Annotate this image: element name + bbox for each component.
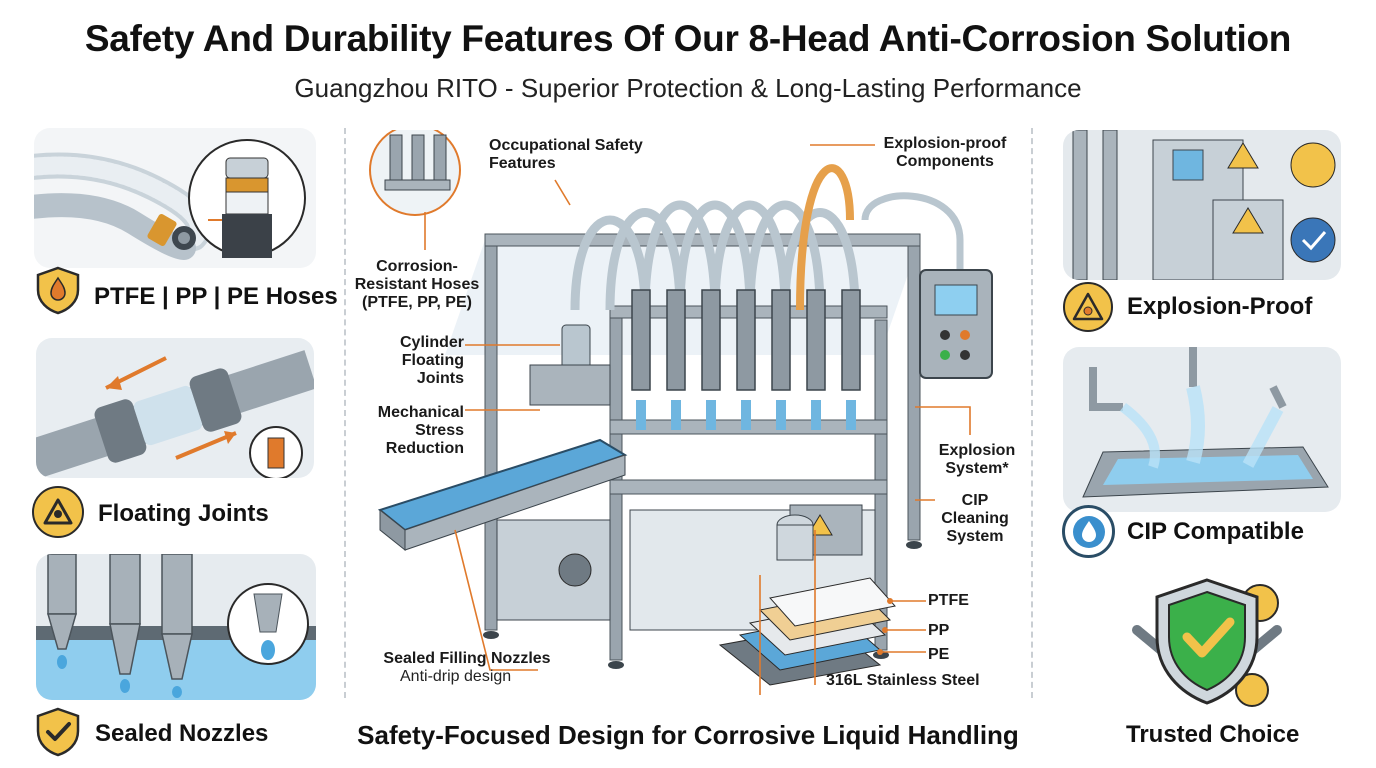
material-pe: PE (928, 646, 950, 663)
sealed-nozzles-illustration (36, 554, 316, 700)
page-subtitle: Guangzhou RITO - Superior Protection & L… (294, 73, 1082, 103)
cip-caption: CIP Compatible (1127, 518, 1304, 545)
explosion-proof-illustration (1063, 130, 1341, 280)
cip-illustration (1063, 347, 1341, 512)
material-316l: 316L Stainless Steel (826, 672, 980, 689)
trusted-choice-caption: Trusted Choice (1126, 721, 1300, 748)
water-cycle-icon (1062, 505, 1115, 558)
explosion-proof-caption: Explosion-Proof (1127, 293, 1313, 320)
sealed-nozzles-caption: Sealed Nozzles (95, 720, 269, 747)
cylinder-floating-joints-callout: Cylinder Floating Joints (399, 334, 464, 387)
cip-cleaning-callout: CIP Cleaning System (941, 492, 1009, 545)
explosion-proof-components-callout: Explosion-proof Components (883, 135, 1007, 170)
footer-tagline: Safety-Focused Design for Corrosive Liqu… (357, 720, 1019, 750)
page-title: Safety And Durability Features Of Our 8-… (84, 18, 1292, 59)
material-pp: PP (928, 622, 950, 639)
water-shield-icon (32, 264, 84, 316)
anti-drip-note: Anti-drip design (400, 668, 512, 685)
check-shield-icon (32, 706, 84, 758)
material-ptfe: PTFE (928, 592, 969, 609)
material-leaders (877, 598, 926, 655)
filling-machine-illustration (360, 124, 1020, 700)
occupational-safety-callout: Occupational Safety Features (489, 137, 643, 172)
hoses-illustration (34, 128, 316, 268)
sealed-filling-nozzles-callout: Sealed Filling Nozzles (383, 650, 551, 667)
explosion-warning-icon (1063, 282, 1113, 332)
trusted-shield-icon (1122, 575, 1292, 715)
triangle-joint-icon (32, 486, 84, 538)
mechanical-stress-callout: Mechanical Stress Reduction (377, 404, 464, 457)
hoses-caption: PTFE | PP | PE Hoses (94, 283, 338, 310)
right-divider (1031, 128, 1033, 698)
corrosion-resistant-hoses-callout: Corrosion-Resistant Hoses (PTFE, PP, PE) (354, 258, 480, 311)
floating-joints-caption: Floating Joints (98, 500, 269, 527)
explosion-system-callout: Explosion System* (938, 442, 1016, 477)
left-divider (344, 128, 346, 698)
floating-joints-illustration (36, 338, 314, 478)
